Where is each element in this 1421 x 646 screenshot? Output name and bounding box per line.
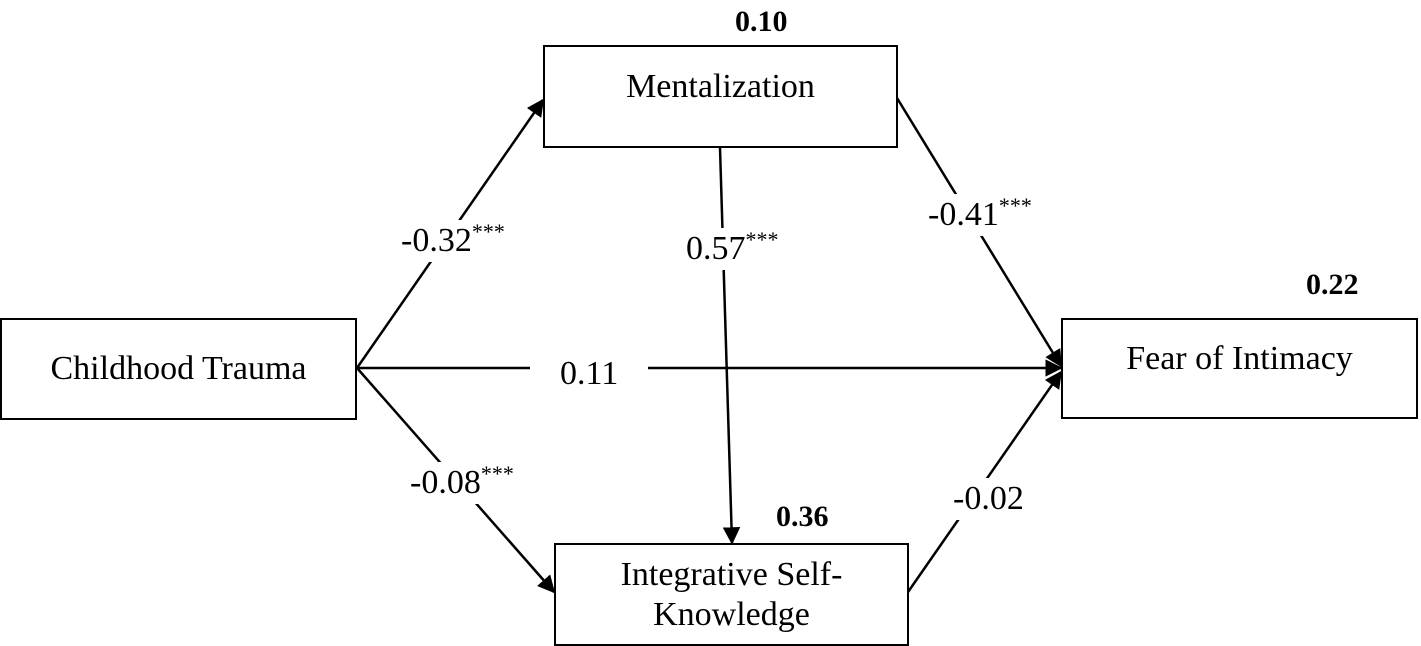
node-mentalization: Mentalization	[543, 45, 898, 148]
node-label: Childhood Trauma	[50, 350, 307, 387]
node-integrative-self-knowledge: Integrative Self- Knowledge	[554, 543, 909, 646]
r2-mentalization: 0.10	[735, 5, 788, 38]
coef-trauma-to-fear: 0.11	[530, 355, 649, 393]
node-label-line2: Knowledge	[653, 595, 810, 633]
coef-mentalization-to-integrative: 0.57***	[678, 228, 787, 270]
r2-fear-of-intimacy: 0.22	[1306, 268, 1359, 301]
node-label: Mentalization	[626, 67, 815, 105]
node-label-line1: Integrative Self-	[620, 555, 843, 593]
node-label: Fear of Intimacy	[1126, 339, 1353, 377]
r2-integrative: 0.36	[776, 500, 829, 533]
coef-trauma-to-mentalization: -0.32***	[393, 220, 513, 262]
coef-mentalization-to-fear: -0.41***	[920, 194, 1040, 236]
node-childhood-trauma: Childhood Trauma	[0, 318, 357, 420]
node-fear-of-intimacy: Fear of Intimacy	[1061, 318, 1418, 419]
coef-trauma-to-integrative: -0.08***	[402, 462, 522, 504]
arrow-mentalization-to-integrative	[718, 147, 741, 545]
coef-integrative-to-fear: -0.02	[945, 478, 1032, 520]
